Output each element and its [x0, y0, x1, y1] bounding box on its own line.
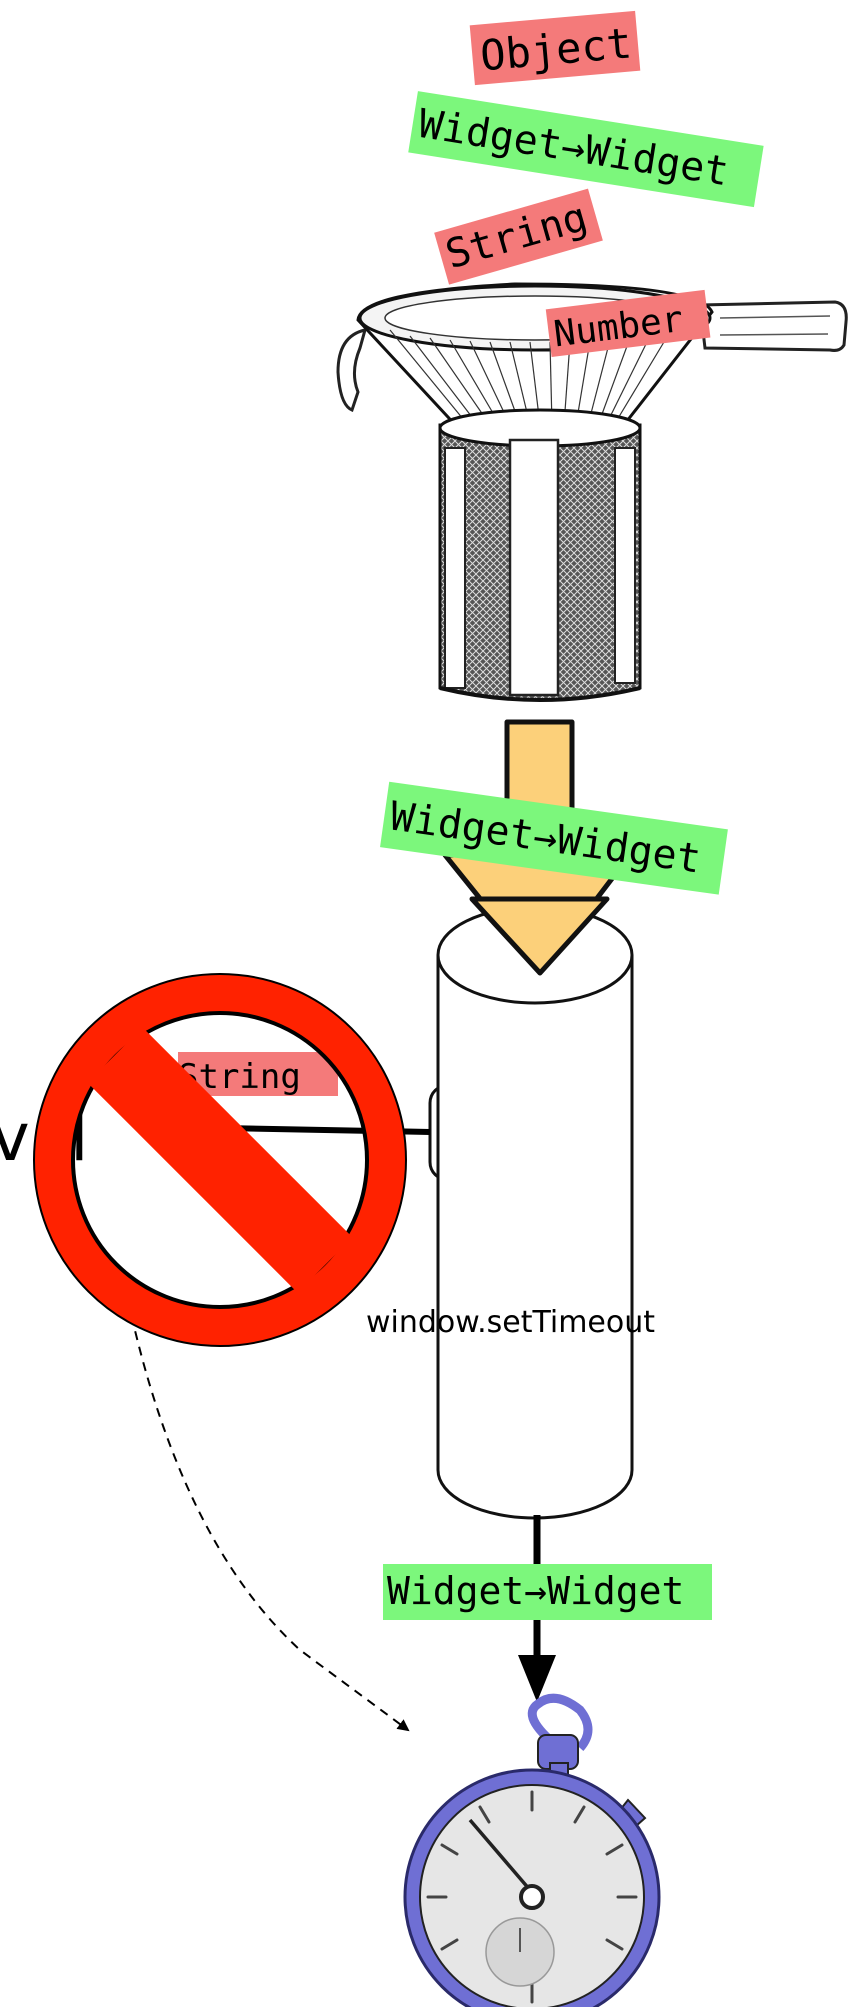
string-top-label: String — [441, 194, 593, 278]
widget-bottom-label: Widget→Widget — [387, 1569, 684, 1613]
string-top-tag: String — [434, 189, 603, 285]
settimeout-cylinder — [430, 907, 632, 1518]
widget-top-label: Widget→Widget — [415, 101, 731, 195]
dashed-arrow — [128, 1300, 408, 1730]
no-sign-icon — [35, 975, 405, 1345]
settimeout-label: window.setTimeout — [366, 1305, 655, 1340]
object-tag: Object — [470, 11, 641, 85]
stopwatch-icon — [405, 1698, 659, 2007]
